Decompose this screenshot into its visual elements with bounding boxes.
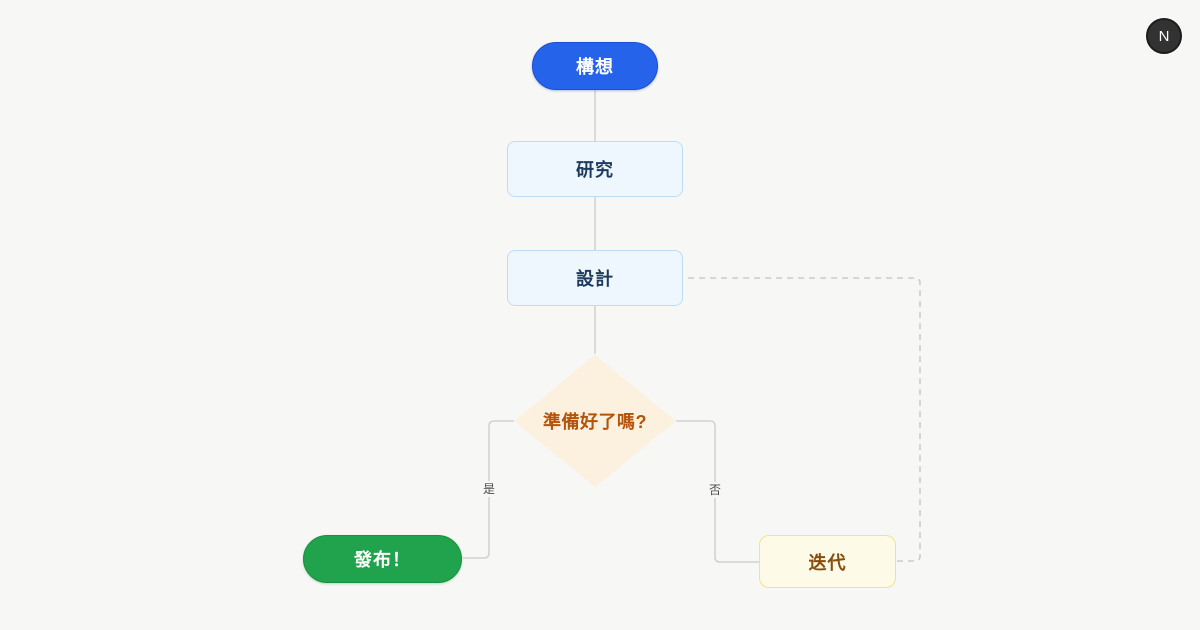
node-idea[interactable]: 構想 xyxy=(532,42,658,90)
node-design[interactable]: 設計 xyxy=(507,250,683,306)
node-design-label: 設計 xyxy=(576,269,614,289)
edge-iterate-design-dashed xyxy=(684,277,921,562)
avatar-initial: N xyxy=(1158,27,1170,45)
node-iterate[interactable]: 迭代 xyxy=(759,535,896,588)
node-ready-decision[interactable]: 準備好了嗎? xyxy=(505,403,685,439)
node-research[interactable]: 研究 xyxy=(507,141,683,197)
node-idea-label: 構想 xyxy=(576,57,614,77)
node-ready-label: 準備好了嗎? xyxy=(543,412,647,432)
node-research-label: 研究 xyxy=(576,160,614,180)
avatar[interactable]: N xyxy=(1146,18,1182,54)
edge-label-yes: 是 xyxy=(479,481,499,497)
edge-label-no: 否 xyxy=(705,482,725,498)
node-launch-label: 發布！ xyxy=(354,550,411,570)
node-iterate-label: 迭代 xyxy=(808,552,847,573)
node-launch[interactable]: 發布！ xyxy=(303,535,462,583)
